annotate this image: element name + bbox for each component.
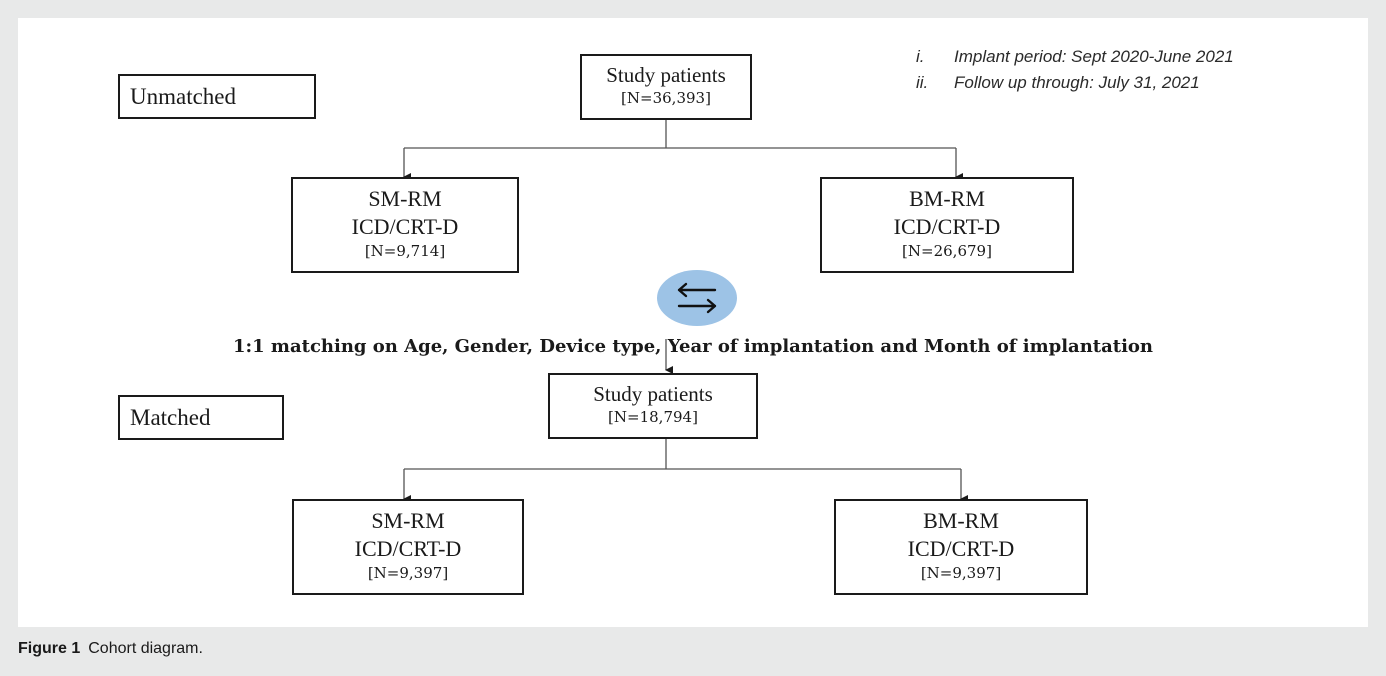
figure-number: Figure 1 xyxy=(18,640,81,657)
matched-label: Matched xyxy=(118,395,284,440)
bm-rm-box-top: BM-RM ICD/CRT-D [N=26,679] xyxy=(820,177,1074,273)
group-name: SM-RM xyxy=(371,508,445,533)
group-name: BM-RM xyxy=(909,186,985,211)
study-patients-title: Study patients xyxy=(593,382,713,406)
study-patients-title: Study patients xyxy=(606,63,726,87)
figure-caption-text: Cohort diagram. xyxy=(88,640,203,657)
note-number: i. xyxy=(916,47,925,66)
diagram-panel: Unmatched Study patients [N=36,393] i. I… xyxy=(18,18,1368,627)
group-count: [N=9,714] xyxy=(364,242,446,260)
device-type: ICD/CRT-D xyxy=(907,536,1015,561)
study-patients-count: [N=36,393] xyxy=(621,89,711,107)
group-count: [N=26,679] xyxy=(902,242,992,260)
study-patients-count: [N=18,794] xyxy=(608,408,698,426)
swap-arrows-icon xyxy=(677,282,717,314)
group-count: [N=9,397] xyxy=(920,564,1002,582)
device-type: ICD/CRT-D xyxy=(351,214,459,239)
sm-rm-box-top: SM-RM ICD/CRT-D [N=9,714] xyxy=(291,177,519,273)
connector-lines xyxy=(403,119,968,503)
study-patients-box-bottom: Study patients [N=18,794] xyxy=(548,373,758,439)
note-number: ii. xyxy=(916,73,929,92)
note-text: Follow up through: July 31, 2021 xyxy=(954,73,1200,92)
unmatched-label: Unmatched xyxy=(118,74,316,119)
device-type: ICD/CRT-D xyxy=(354,536,462,561)
note-item: i. Implant period: Sept 2020-June 2021 xyxy=(916,44,1234,70)
group-count: [N=9,397] xyxy=(367,564,449,582)
group-name: SM-RM xyxy=(368,186,442,211)
sm-rm-box-bottom: SM-RM ICD/CRT-D [N=9,397] xyxy=(292,499,524,595)
figure-caption: Figure 1 Cohort diagram. xyxy=(18,640,203,658)
study-patients-box-top: Study patients [N=36,393] xyxy=(580,54,752,120)
group-name: BM-RM xyxy=(923,508,999,533)
bm-rm-box-bottom: BM-RM ICD/CRT-D [N=9,397] xyxy=(834,499,1088,595)
matching-oval xyxy=(657,270,737,326)
device-type: ICD/CRT-D xyxy=(893,214,1001,239)
note-item: ii. Follow up through: July 31, 2021 xyxy=(916,70,1234,96)
study-notes: i. Implant period: Sept 2020-June 2021 i… xyxy=(916,44,1234,96)
note-text: Implant period: Sept 2020-June 2021 xyxy=(954,47,1234,66)
matching-criteria-text: 1:1 matching on Age, Gender, Device type… xyxy=(232,336,1154,357)
